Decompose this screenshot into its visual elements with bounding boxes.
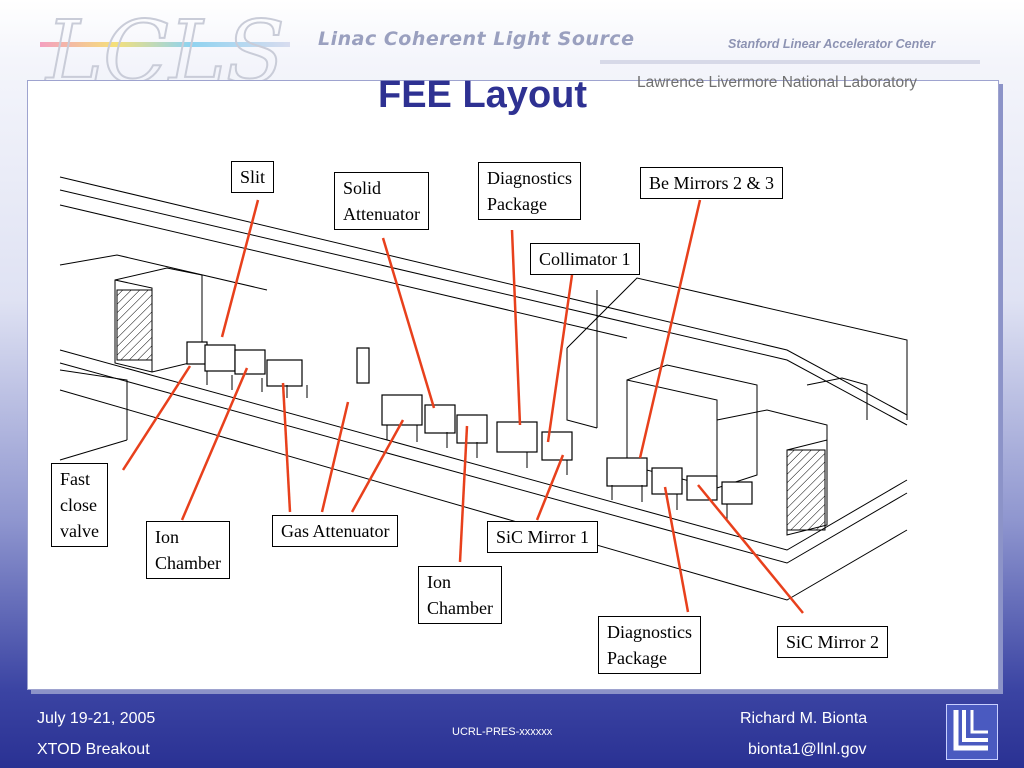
label-solid-attenuator: Solid Attenuator [334, 172, 429, 230]
slac-label: Stanford Linear Accelerator Center [728, 37, 936, 51]
label-text: Collimator 1 [539, 249, 631, 269]
label-text: Ion [155, 527, 179, 547]
lcls-logo: LCLS [40, 4, 290, 90]
label-collimator: Collimator 1 [530, 243, 640, 275]
label-text: Ion [427, 572, 451, 592]
footer-report-number: UCRL-PRES-xxxxxx [452, 726, 553, 738]
label-text: Be Mirrors 2 & 3 [649, 173, 774, 193]
label-text: Package [487, 194, 547, 214]
label-text: SiC Mirror 1 [496, 527, 590, 547]
label-text: Chamber [427, 598, 493, 618]
label-text: Gas Attenuator [281, 521, 390, 541]
slide-header: LCLS Linac Coherent Light Source Stanfor… [0, 0, 1024, 90]
label-text: Diagnostics [607, 622, 692, 642]
tagline: Linac Coherent Light Source [318, 28, 635, 50]
label-text: Solid [343, 178, 382, 198]
footer-author: Richard M. Bionta [740, 710, 868, 727]
llnl-logo-icon [946, 704, 998, 760]
label-sic-mirror-1: SiC Mirror 1 [487, 521, 599, 553]
label-diagnostics-package-1: Diagnostics Package [478, 162, 581, 220]
label-diagnostics-package-2: Diagnostics Package [598, 616, 701, 674]
header-stripe [600, 60, 980, 64]
label-ion-chamber-1: Ion Chamber [146, 521, 230, 579]
label-slit: Slit [231, 161, 275, 193]
label-text: valve [60, 521, 99, 541]
label-text: Diagnostics [487, 168, 572, 188]
label-text: Fast [60, 469, 91, 489]
label-sic-mirror-2: SiC Mirror 2 [777, 626, 889, 658]
svg-text:LCLS: LCLS [44, 4, 285, 90]
label-text: Chamber [155, 553, 221, 573]
label-text: Package [607, 648, 667, 668]
footer-date: July 19-21, 2005 [37, 710, 156, 727]
footer-email: bionta1@llnl.gov [748, 741, 867, 758]
label-fast-close-valve: Fast close valve [51, 463, 108, 547]
label-ion-chamber-2: Ion Chamber [418, 566, 502, 624]
llnl-label: Lawrence Livermore National Laboratory [637, 74, 918, 91]
label-be-mirrors: Be Mirrors 2 & 3 [640, 167, 783, 199]
label-gas-attenuator: Gas Attenuator [272, 515, 399, 547]
page-title: FEE Layout [378, 74, 588, 116]
label-text: Slit [240, 167, 266, 187]
label-text: SiC Mirror 2 [786, 632, 880, 652]
label-text: Attenuator [343, 204, 420, 224]
footer-event: XTOD Breakout [37, 741, 150, 758]
label-text: close [60, 495, 97, 515]
